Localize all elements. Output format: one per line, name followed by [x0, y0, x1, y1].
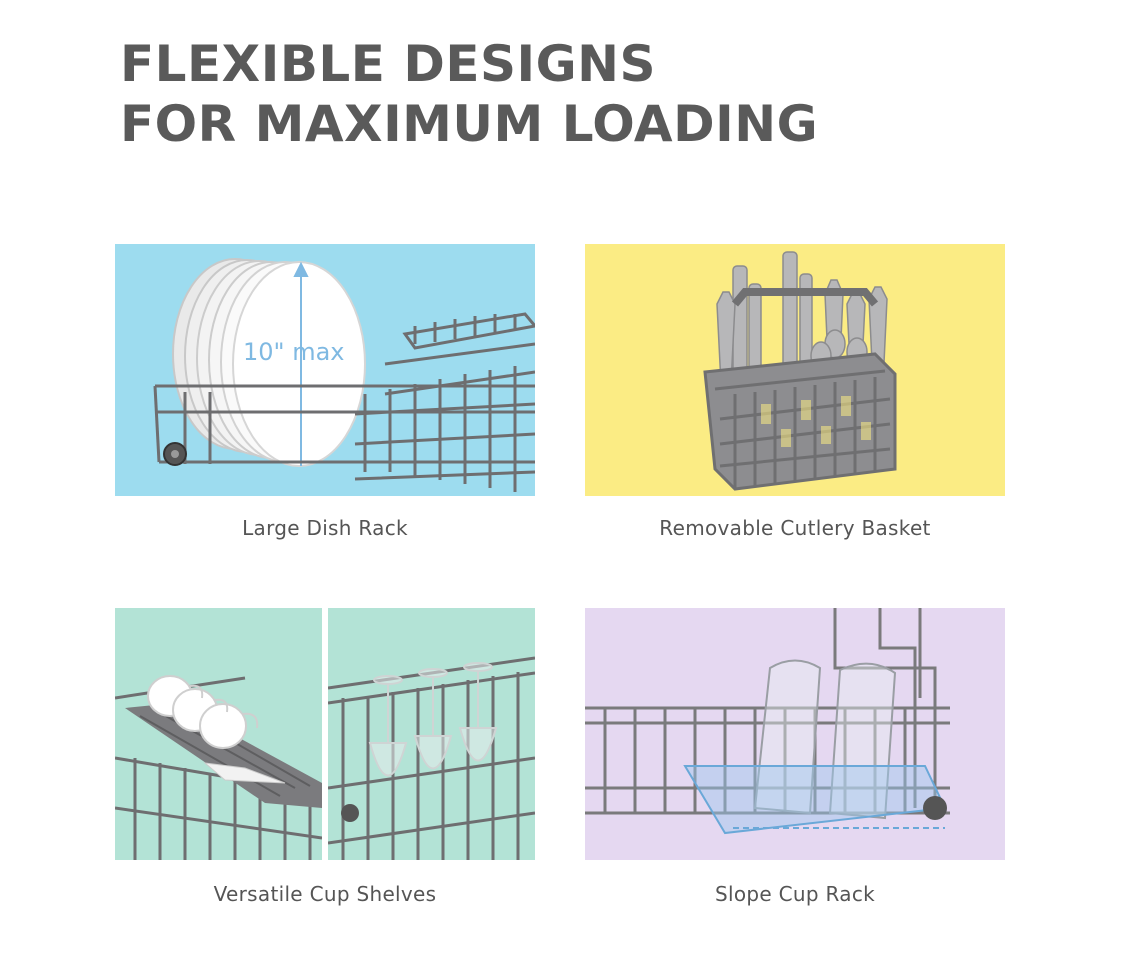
wine-glasses-illustration — [328, 608, 535, 860]
caption-slope-cup-rack: Slope Cup Rack — [714, 882, 876, 906]
cutlery-basket-illustration — [585, 244, 1005, 496]
cutlery-basket-image — [585, 244, 1005, 496]
caption-cutlery-basket: Removable Cutlery Basket — [659, 516, 931, 540]
caption-large-dish-rack: Large Dish Rack — [242, 516, 408, 540]
max-height-label: 10" max — [243, 338, 345, 366]
caption-cup-shelves: Versatile Cup Shelves — [213, 882, 437, 906]
large-dish-rack-image: 10" max — [115, 244, 535, 496]
cup-shelves-image-right — [328, 608, 535, 860]
page-title: FLEXIBLE DESIGNS FOR MAXIMUM LOADING — [120, 34, 818, 154]
glasses-illustration — [753, 659, 897, 820]
slope-rack-illustration — [585, 608, 1005, 860]
page-title-line-1: FLEXIBLE DESIGNS — [120, 35, 657, 93]
slope-cup-rack-image — [585, 608, 1005, 860]
height-arrow-icon — [293, 261, 309, 466]
cups-illustration — [115, 608, 322, 860]
dish-rack-illustration: 10" max — [115, 244, 535, 496]
cup-shelves-image-left — [115, 608, 322, 860]
page-title-line-2: FOR MAXIMUM LOADING — [120, 95, 819, 153]
